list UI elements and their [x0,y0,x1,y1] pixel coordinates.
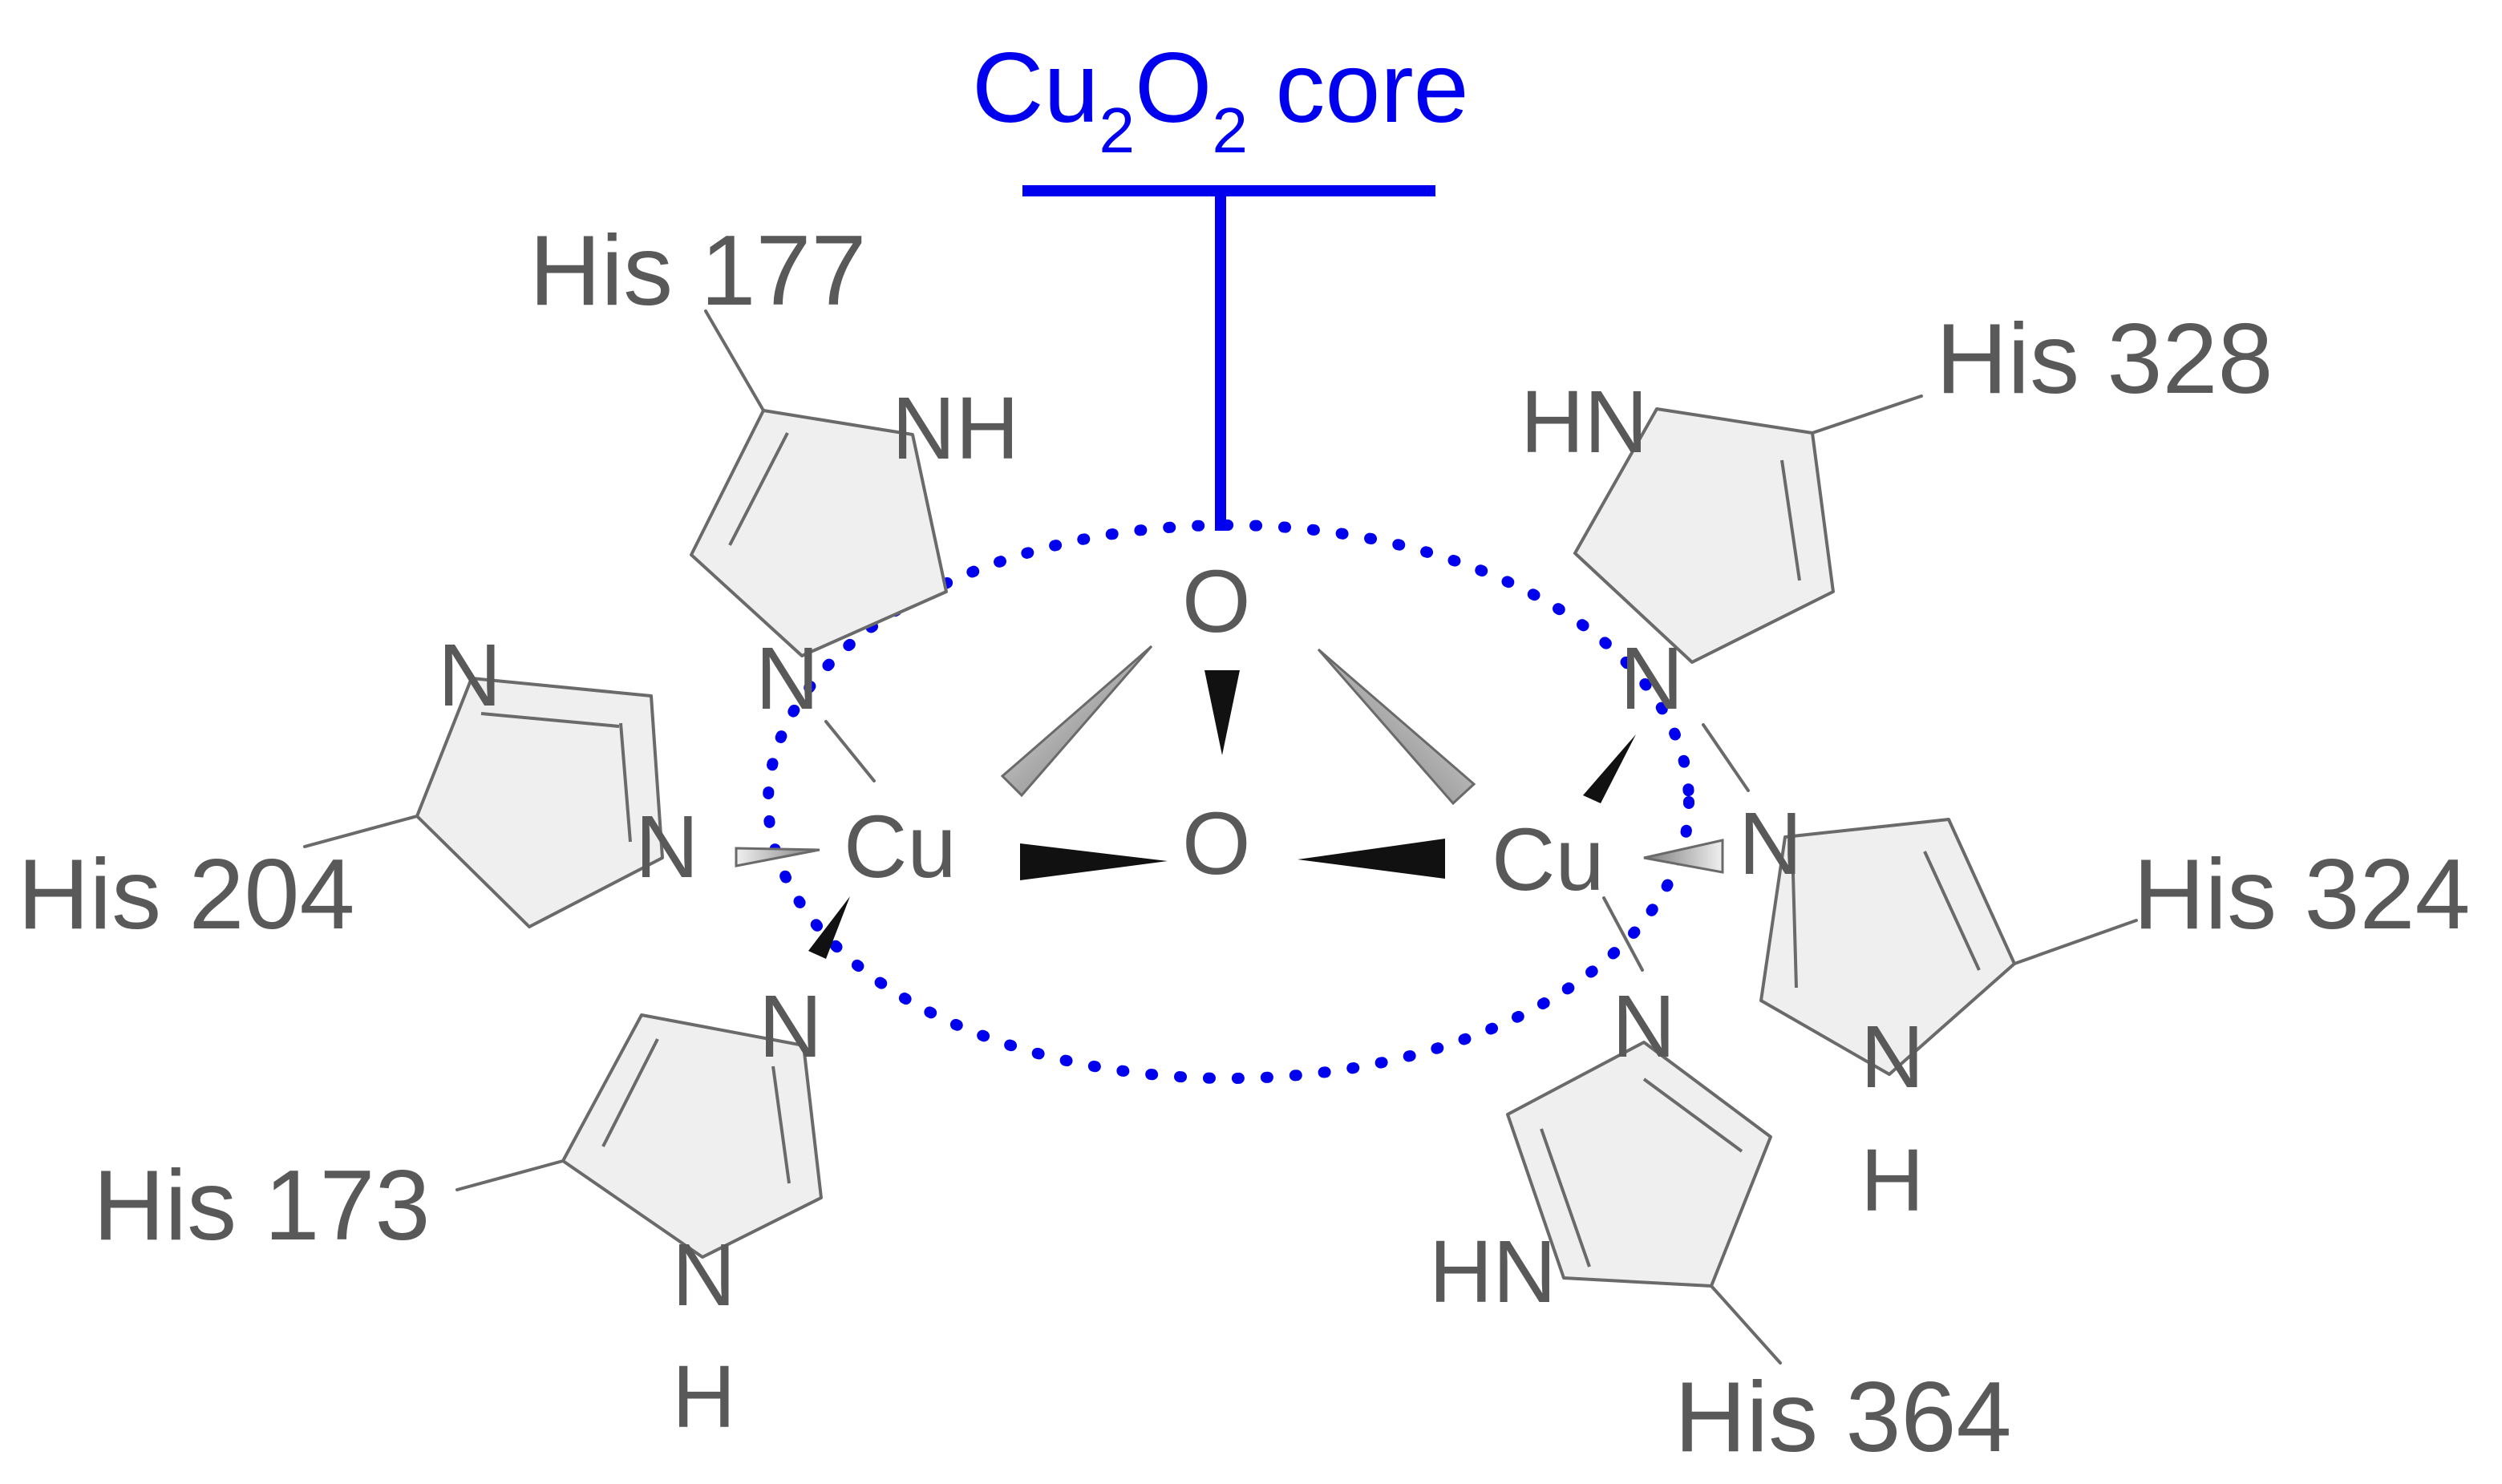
his177-nh: NH [892,379,1019,478]
imidazole-ring-his204 [303,677,664,928]
core-label: Cu2O2 core [972,33,1469,166]
atom-o-bottom: O [1182,795,1251,893]
imidazole-ring-his177 [690,309,948,657]
his324-nh-n: N [1860,1008,1924,1106]
core-boundary-ellipse [763,520,1694,1084]
wedge-cu-right-o-top [1317,648,1476,806]
wedge-bond-his204 [735,847,820,867]
his364-n: N [1612,977,1675,1076]
residue-label-his328: His 328 [1936,304,2273,414]
his204-n: N [635,798,698,896]
imidazole-ring-his364 [1506,1041,1782,1365]
his328-hn: HN [1520,373,1648,471]
wedge-bond-his324 [1643,839,1724,874]
his364-hn: HN [1429,1223,1557,1321]
residue-label-his324: His 324 [2133,839,2470,950]
his328-n: N [1620,629,1683,728]
his324-nh-h: H [1860,1131,1924,1230]
his173-nh-h: H [672,1348,735,1446]
wedge-bond-his173 [808,896,850,959]
wedge-bond-his328 [1583,734,1636,803]
his324-n: N [1739,795,1802,893]
his173-nh-n: N [672,1226,735,1324]
residue-label-his177: His 177 [529,216,866,326]
his173-n: N [759,977,822,1076]
residue-label-his364: His 364 [1674,1362,2011,1473]
residue-label-his204: His 204 [18,839,354,950]
atom-o-top: O [1182,552,1251,651]
imidazole-ring-his324 [1759,818,2138,1076]
wedge-cu-left-o-bottom [1020,843,1168,880]
wedge-o-o [1204,670,1240,755]
residue-label-his173: His 173 [93,1150,430,1261]
his177-n: N [755,629,819,728]
wedge-cu-left-o-top [1000,645,1153,798]
imidazole-ring-his173 [455,1013,823,1259]
his204-n-top: N [438,626,501,725]
imidazole-ring-his328 [1573,394,1923,664]
peroxo-bonds [1000,645,1476,880]
wedge-cu-right-o-bottom [1298,839,1445,879]
coordination-bonds [735,720,1750,972]
core-bracket [1022,185,1435,531]
atom-cu-right: Cu [1492,811,1605,909]
atom-cu-left: Cu [844,798,957,896]
